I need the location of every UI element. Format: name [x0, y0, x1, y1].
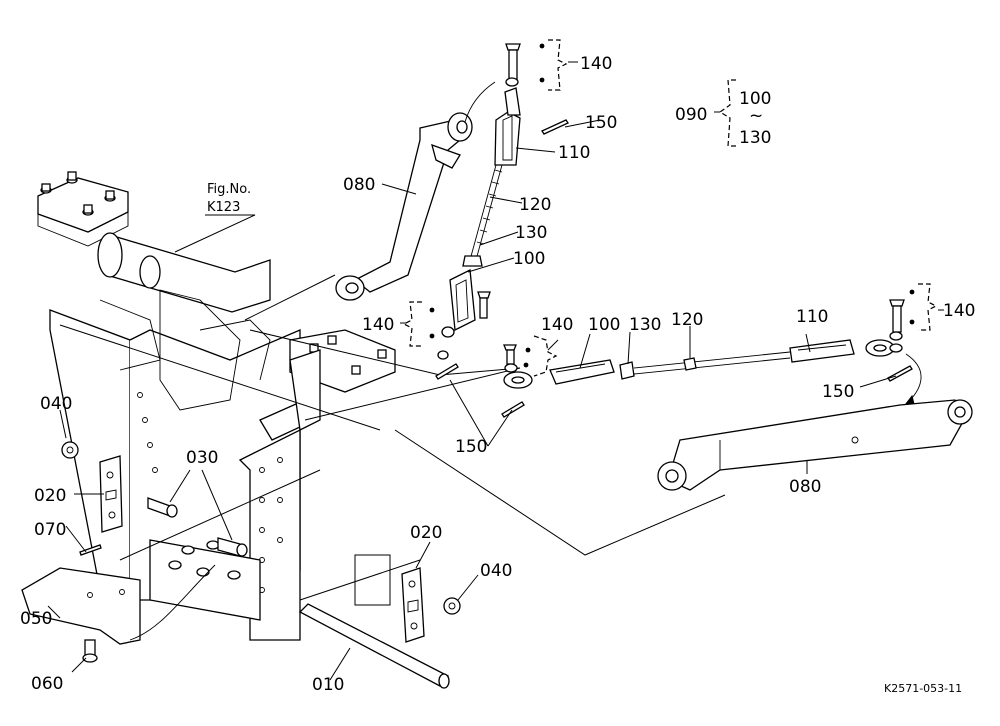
label-110-top: 110	[558, 143, 590, 163]
bracket-140-right	[909, 283, 938, 331]
bracket-090	[718, 79, 736, 147]
bolt-060	[82, 639, 98, 663]
bracket-140-left	[402, 301, 435, 347]
label-090-range-bottom: 130	[739, 128, 771, 148]
figure-ref-line2: K123	[207, 200, 240, 215]
cotter-pins-150	[435, 119, 913, 418]
label-020-left: 020	[34, 486, 66, 506]
label-150-right: 150	[822, 382, 854, 402]
leader-lines	[47, 61, 944, 681]
label-140-right: 140	[943, 301, 975, 321]
diagram-code: K2571-053-11	[884, 682, 962, 695]
lower-lift-arm-080	[657, 399, 973, 491]
label-130-mid: 130	[629, 315, 661, 335]
label-100-mid: 100	[588, 315, 620, 335]
bracket-140-top	[539, 39, 568, 91]
label-010: 010	[312, 675, 344, 695]
label-050: 050	[20, 609, 52, 629]
left-nut-040	[61, 441, 79, 459]
label-110-right: 110	[796, 307, 828, 327]
label-130-top: 130	[515, 223, 547, 243]
figure-ref-line1: Fig.No.	[207, 182, 251, 197]
label-140-left: 140	[362, 315, 394, 335]
label-140-mid: 140	[541, 315, 573, 335]
side-turnbuckle-assembly	[503, 299, 922, 406]
pin-070	[79, 544, 102, 556]
right-plate-020	[401, 567, 425, 643]
right-nut-040	[443, 597, 461, 615]
label-040-right: 040	[480, 561, 512, 581]
top-lift-arm-080	[335, 112, 473, 301]
label-090: 090	[675, 105, 707, 125]
label-060: 060	[31, 674, 63, 694]
shaft-010	[298, 603, 450, 689]
label-150-top: 150	[585, 113, 617, 133]
label-020-right: 020	[410, 523, 442, 543]
label-120-top: 120	[519, 195, 551, 215]
assembly-boundary-lines	[59, 274, 726, 606]
bolts-030	[147, 497, 248, 557]
label-030: 030	[186, 448, 218, 468]
front-frame-bracket	[37, 171, 396, 641]
top-turnbuckle-assembly	[437, 43, 521, 360]
label-040-left: 040	[40, 394, 72, 414]
guard-plate-050	[21, 564, 216, 645]
label-090-range-top: 100	[739, 89, 771, 109]
label-150-bottom: 150	[455, 437, 487, 457]
label-080-right: 080	[789, 477, 821, 497]
left-plate-020	[99, 455, 123, 533]
label-070: 070	[34, 520, 66, 540]
part-labels: Fig.No. K123 140 150 110 120 130 100 080…	[20, 54, 975, 695]
label-140-top: 140	[580, 54, 612, 74]
label-100-top: 100	[513, 249, 545, 269]
label-090-range-tilde: ~	[749, 106, 763, 126]
bracket-140-mid	[523, 335, 558, 377]
label-120-mid: 120	[671, 310, 703, 330]
label-080-top: 080	[343, 175, 375, 195]
